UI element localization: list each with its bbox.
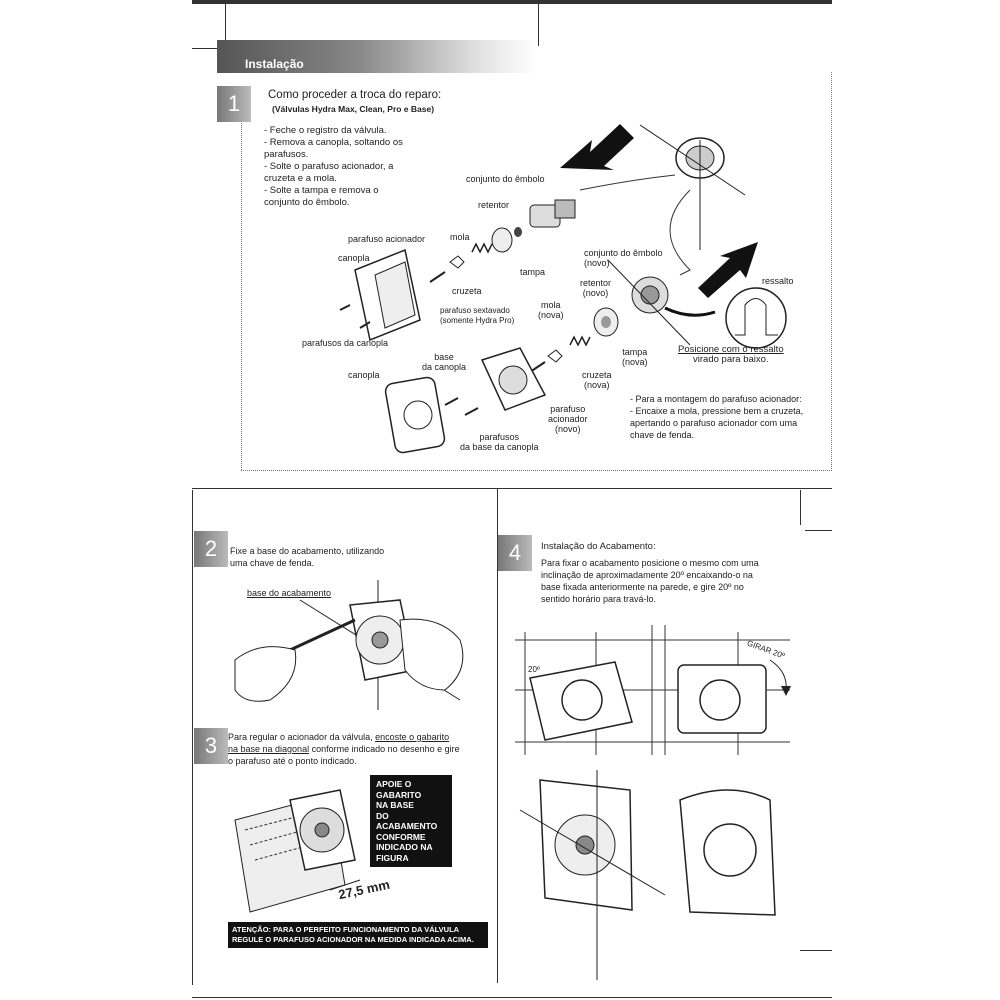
divider — [192, 488, 832, 489]
label-retentor: retentor — [478, 200, 510, 210]
crop-mark — [805, 530, 832, 531]
label-canopla: canopla — [338, 253, 370, 263]
instruction-line: conjunto do êmbolo. — [264, 197, 350, 208]
instruction-line: - Solte o parafuso acionador, a — [264, 161, 394, 172]
step3-warning: ATENÇÃO: PARA O PERFEITO FUNCIONAMENTO D… — [228, 922, 488, 948]
top-border — [192, 0, 832, 4]
label-parafusos-canopla: parafusos da canopla — [302, 338, 389, 348]
label-cruzeta: cruzeta — [452, 286, 482, 296]
divider — [192, 490, 193, 985]
label-mola-nova: mola (nova) — [538, 300, 564, 320]
label-canopla-2: canopla — [348, 370, 380, 380]
step1-title: Como proceder a troca do reparo: — [268, 89, 442, 101]
label-tampa: tampa — [520, 267, 546, 277]
step4-angle-label: 20º — [528, 665, 540, 674]
instruction-line: parafusos. — [264, 149, 309, 160]
label-base-canopla: base da canopla — [422, 352, 467, 372]
step3-callout: APOIE O GABARITO NA BASE DO ACABAMENTO C… — [370, 775, 452, 867]
section-title: Instalação — [245, 57, 304, 71]
label-mola: mola — [450, 232, 470, 242]
crop-mark — [800, 950, 832, 951]
label-base-acabamento: base do acabamento — [247, 588, 332, 598]
step3-number: 3 — [194, 728, 228, 764]
crop-mark — [800, 490, 801, 525]
label-parafuso-acionador: parafuso acionador — [348, 234, 426, 244]
bottom-border — [192, 997, 832, 998]
step1-subtitle: (Válvulas Hydra Max, Clean, Pro e Base) — [272, 104, 435, 114]
step4-rotate-label: GIRAR 20º — [745, 638, 786, 661]
step4-number: 4 — [498, 535, 532, 571]
step4-title: Instalação do Acabamento: — [541, 541, 656, 552]
instruction-line: - Feche o registro da válvula. — [264, 125, 387, 136]
label-conjunto-embolo-novo: conjunto do êmbolo (novo) — [584, 248, 663, 268]
crop-mark — [538, 4, 539, 46]
label-parafuso-acionador-novo: parafuso acionador (novo) — [548, 404, 588, 434]
crop-mark — [192, 48, 217, 49]
step2-text: Fixe a base do acabamento, utilizando um… — [230, 546, 385, 568]
instruction-line: - Remova a canopla, soltando os — [264, 137, 403, 148]
instruction-line: cruzeta e a mola. — [264, 173, 337, 184]
label-conjunto-embolo: conjunto do êmbolo — [466, 174, 545, 184]
step3-text: Para regular o acionador da válvula, enc… — [228, 732, 460, 766]
step3-measure: 27,5 mm — [337, 876, 392, 903]
step1-instructions: - Feche o registro da válvula. - Remova … — [264, 125, 424, 209]
step1-frame — [241, 72, 832, 471]
label-parafuso-sextavado: parafuso sextavado (somente Hydra Pro) — [440, 306, 515, 325]
section-header: Instalação — [217, 40, 535, 73]
label-parafusos-base: parafusos da base da canopla — [460, 432, 539, 452]
crop-mark — [225, 4, 226, 44]
label-cruzeta-nova: cruzeta (nova) — [582, 370, 612, 390]
label-ressalto: ressalto — [762, 276, 794, 286]
divider — [497, 488, 498, 983]
step1-note: - Para a montagem do parafuso acionador:… — [630, 394, 804, 440]
step2-number: 2 — [194, 531, 228, 567]
instruction-line: - Solte a tampa e remova o — [264, 185, 379, 196]
step4-text: Para fixar o acabamento posicione o mesm… — [541, 558, 759, 604]
step1-number: 1 — [217, 86, 251, 122]
label-retentor-novo: retentor (novo) — [580, 278, 612, 298]
label-tampa-nova: tampa (nova) — [622, 347, 648, 367]
label-posicione: Posicione com o ressalto virado para bai… — [678, 344, 784, 365]
